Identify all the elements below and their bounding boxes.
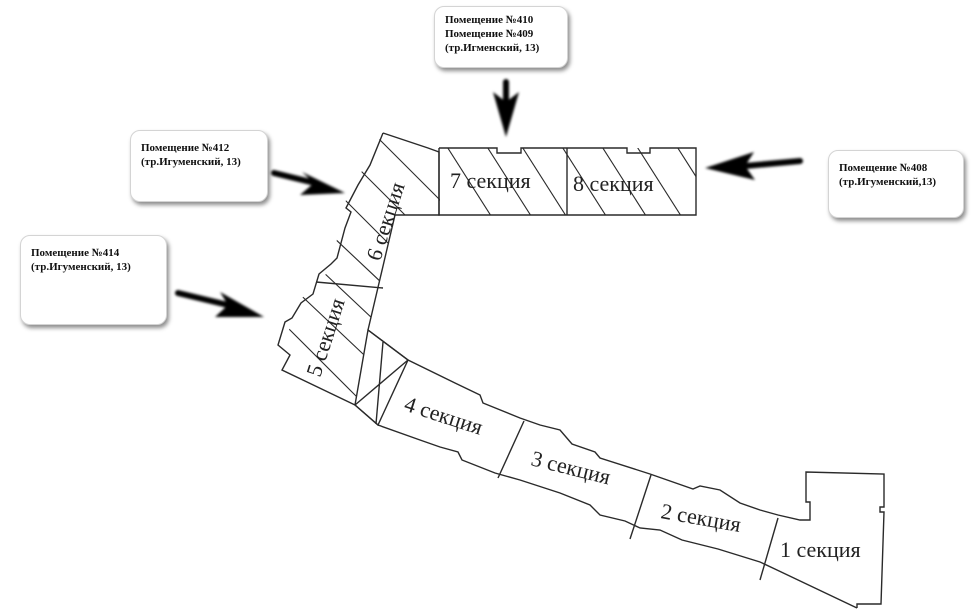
- callout-room-410-409: Помещение №410 Помещение №409 (тр.Игменс…: [434, 6, 568, 68]
- callout-line: (тр.Игменский, 13): [445, 42, 540, 54]
- callout-room-412: Помещение №412 (тр.Игуменский, 13): [130, 130, 268, 202]
- section-label-2: 2 секция: [659, 498, 743, 537]
- connector-x-line-b: [354, 359, 409, 406]
- section-7-8-outline: [438, 147, 697, 216]
- divider-2-3: [629, 474, 652, 540]
- section-7-8-block: [438, 147, 697, 216]
- callout-room-408: Помещение №408 (тр.Игуменский,13): [828, 150, 964, 218]
- arrow-down-to-section-7: [493, 79, 519, 137]
- connector-outline: [354, 328, 409, 427]
- callout-line: (тр.Игуменский, 13): [31, 261, 131, 273]
- section-label-5: 5 секция: [301, 295, 350, 379]
- arrow-to-section-5: [175, 290, 264, 317]
- connector-block: [354, 328, 409, 427]
- section-label-8: 8 секция: [573, 171, 654, 196]
- section-label-7: 7 секция: [450, 168, 531, 193]
- callout-line: Помещение №414: [31, 247, 120, 259]
- section-label-6: 6 секция: [361, 179, 410, 263]
- section-5-6-left-edge: [277, 132, 384, 406]
- callout-line: Помещение №409: [445, 28, 534, 40]
- callout-line: Помещение №408: [839, 162, 928, 174]
- lower-building: [354, 329, 885, 609]
- divider-3-4: [497, 420, 525, 479]
- callout-line: (тр.Игуменский, 13): [141, 156, 241, 168]
- arrow-to-section-6: [271, 170, 345, 195]
- hatching-7-8: [447, 148, 696, 215]
- section-6-right-edge: [367, 132, 440, 331]
- section-label-3: 3 секция: [529, 446, 613, 490]
- section-label-1: 1 секция: [780, 537, 861, 562]
- divider-5-6: [315, 281, 384, 289]
- divider-1-2: [759, 517, 779, 581]
- arrow-left-to-section-8: [705, 152, 803, 180]
- callout-line: (тр.Игуменский,13): [839, 176, 936, 188]
- callout-line: Помещение №412: [141, 142, 230, 154]
- section-label-4: 4 секция: [401, 391, 485, 440]
- callout-line: Помещение №410: [445, 14, 534, 26]
- lower-building-top-edge: [367, 329, 885, 608]
- callout-room-414: Помещение №414 (тр.Игуменский, 13): [20, 235, 167, 325]
- connector-x-line-a: [375, 341, 384, 425]
- lower-building-bottom-edge: [354, 404, 858, 609]
